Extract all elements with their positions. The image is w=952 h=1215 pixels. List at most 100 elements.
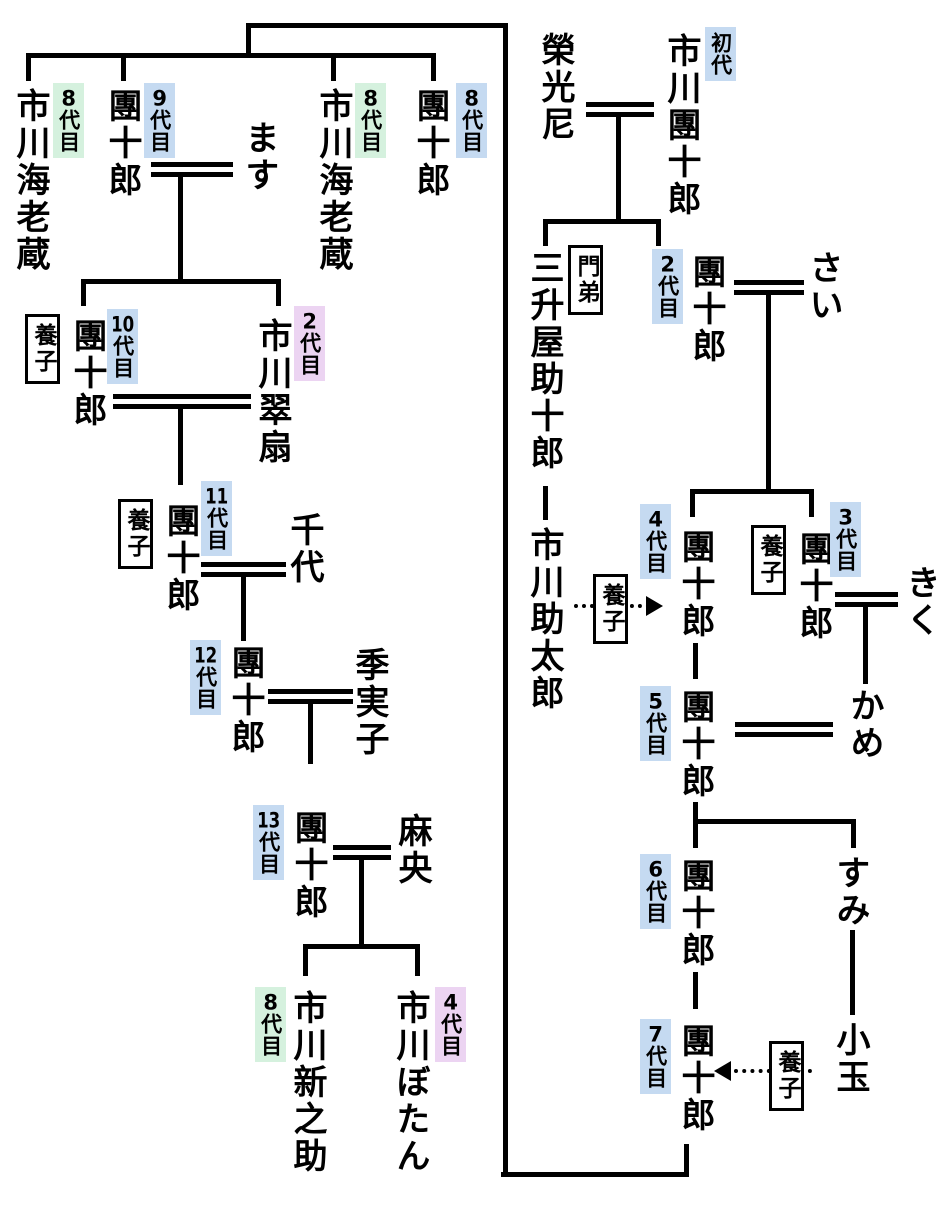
descent-line (543, 486, 548, 520)
badge-number: 5 (648, 691, 663, 712)
marriage-line (268, 689, 353, 704)
connector-line (415, 944, 420, 976)
connector-line (276, 279, 281, 306)
connector-line (178, 177, 183, 283)
badge-suffix: 代目 (110, 335, 135, 379)
generation-badge: 8代目 (456, 83, 487, 158)
generation-badge: 6代目 (640, 854, 671, 929)
connector-line (809, 489, 814, 517)
generation-badge: 8代目 (53, 83, 84, 158)
person-kiku: きく (900, 565, 941, 639)
generation-badge: 3代目 (830, 502, 861, 577)
connector-line (690, 489, 695, 517)
person-eikoni: 榮光尼 (535, 32, 576, 143)
badge-suffix: 代目 (193, 666, 218, 710)
person-danjuro-7: 團十郎 (675, 1023, 716, 1134)
generation-badge: 7代目 (640, 1019, 671, 1094)
connector-line (501, 1172, 689, 1177)
marriage-line (113, 394, 251, 409)
descent-line (693, 643, 698, 679)
badge-suffix: 代目 (204, 507, 229, 551)
person-danjuro-9: 團十郎 (102, 88, 143, 199)
person-shinnosuke-8: 市川新之助 (287, 990, 328, 1175)
generation-badge: 2代目 (652, 249, 683, 324)
marriage-line (333, 845, 391, 860)
person-danjuro-2: 團十郎 (686, 254, 727, 365)
badge-suffix: 代目 (358, 109, 383, 153)
connector-line (26, 53, 436, 58)
person-sai: さい (803, 250, 844, 324)
person-mao: 麻央 (392, 813, 433, 887)
relation-label-yoshi: 養子 (118, 499, 153, 569)
person-ebizo-8-right: 市川海老蔵 (313, 88, 354, 273)
connector-line (656, 219, 661, 246)
badge-number: 9 (152, 88, 167, 109)
person-botan-4: 市川ぼたん (390, 990, 431, 1175)
generation-badge: 4代目 (640, 504, 671, 579)
marriage-line (735, 722, 833, 737)
badge-suffix: 代目 (643, 530, 668, 574)
badge-number: 11 (205, 486, 229, 507)
connector-line (121, 53, 126, 81)
badge-number: 7 (648, 1024, 663, 1045)
connector-line (690, 489, 814, 494)
connector-line (503, 23, 508, 1177)
badge-suffix: 代目 (258, 1013, 283, 1057)
generation-badge: 8代目 (355, 83, 386, 158)
badge-number: 6 (648, 859, 663, 880)
connector-line (246, 23, 251, 58)
descent-line (850, 930, 855, 1015)
person-ichikawa-suketaro: 市川助太郎 (524, 527, 565, 712)
person-danjuro-10: 團十郎 (67, 318, 108, 429)
badge-number: 13 (257, 810, 281, 831)
connector-line (178, 409, 183, 485)
connector-line (81, 279, 86, 306)
person-kimiko: 季実子 (349, 647, 390, 758)
badge-number: 12 (194, 645, 218, 666)
arrow-right-icon (646, 596, 663, 616)
person-misuya-sukejuro: 三升屋助十郎 (524, 250, 565, 472)
connector-line (766, 293, 771, 494)
connector-line (431, 53, 436, 81)
generation-badge: 5代目 (640, 686, 671, 761)
badge-suffix: 代目 (643, 1045, 668, 1089)
marriage-line (586, 102, 654, 117)
person-danjuro-12: 團十郎 (225, 645, 266, 756)
marriage-line (151, 162, 233, 177)
person-masu: ます (239, 120, 280, 194)
connector-line (543, 219, 661, 224)
person-chiyo: 千代 (284, 512, 325, 586)
marriage-line (201, 562, 286, 577)
badge-suffix: 初代 (708, 32, 733, 76)
connector-line (241, 577, 246, 641)
badge-suffix: 代目 (438, 1013, 463, 1057)
badge-suffix: 代目 (833, 528, 858, 572)
generation-badge: 2代目 (294, 306, 325, 381)
person-danjuro-1: 市川團十郎 (661, 33, 702, 218)
connector-line (693, 819, 856, 824)
person-suisen-2: 市川翠扇 (252, 318, 293, 466)
connector-line (684, 1144, 689, 1177)
arrow-left-icon (714, 1061, 731, 1081)
relation-label-yoshi: 養子 (25, 314, 60, 384)
connector-line (616, 116, 621, 224)
badge-number: 8 (263, 992, 278, 1013)
person-danjuro-11: 團十郎 (160, 503, 201, 614)
badge-suffix: 代目 (655, 275, 680, 319)
person-kame: かめ (844, 688, 885, 762)
connector-line (693, 802, 698, 848)
connector-line (308, 704, 313, 764)
badge-suffix: 代目 (643, 880, 668, 924)
generation-badge: 11代目 (201, 481, 232, 556)
badge-number: 3 (838, 507, 853, 528)
generation-badge: 8代目 (255, 987, 286, 1062)
person-kodama: 小玉 (830, 1022, 871, 1096)
generation-badge: 4代目 (435, 987, 466, 1062)
connector-line (543, 219, 548, 246)
person-danjuro-4: 團十郎 (675, 529, 716, 640)
badge-number: 10 (111, 314, 135, 335)
badge-number: 8 (61, 88, 76, 109)
connector-line (303, 944, 308, 976)
person-danjuro-8: 團十郎 (410, 88, 451, 199)
